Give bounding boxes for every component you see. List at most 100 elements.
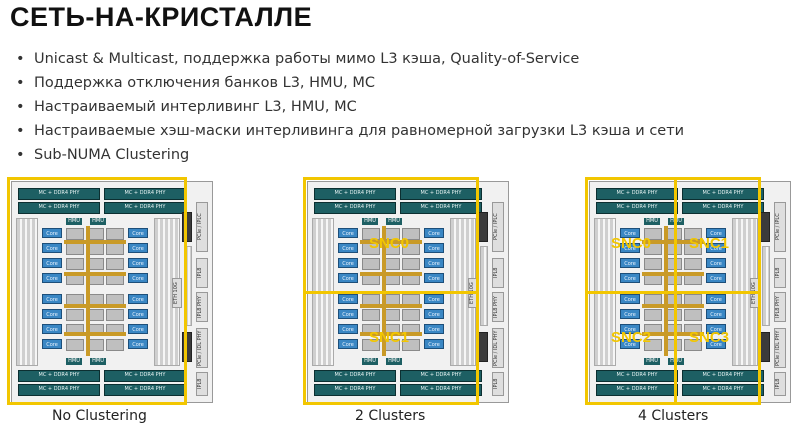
ipl8-phy-block: IPL8 PHY [196,292,208,322]
l3-cache-bank [106,339,124,351]
memory-phy-block: MC + DDR4 PHY [596,202,678,214]
core-block: Core [620,228,640,238]
memory-phy-block: MC + DDR4 PHY [18,384,100,396]
io-stripe-far-right [762,246,770,326]
core-block: Core [620,243,640,253]
memory-phy-block: MC + DDR4 PHY [400,370,482,382]
core-block: Core [42,243,62,253]
hmu-block: HMU [386,218,402,225]
die-diagram-4-clusters: MC + DDR4 PHY MC + DDR4 PHY MC + DDR4 PHY M… [585,177,800,407]
l3-cache-bank [106,258,124,270]
memory-phy-block: MC + DDR4 PHY [314,202,396,214]
l3-cache-bank [362,339,380,351]
core-block: Core [424,273,444,283]
ipl8-block: IPL8 [774,258,786,288]
feature-item: Sub-NUMA Clustering [16,144,684,168]
l3-cache-bank [362,228,380,240]
core-block: Core [128,273,148,283]
snc-label: SNC2 [611,329,652,346]
memory-phy-block: MC + DDR4 PHY [682,370,764,382]
hmu-block: HMU [90,358,106,365]
l3-cache-bank [644,339,662,351]
core-block: Core [128,324,148,334]
noc-band [86,226,90,356]
l3-cache-bank [402,309,420,321]
l3-cache-bank [644,258,662,270]
pcie-idl-phy-block: PCIe / IDL PHY [774,328,786,368]
noc-band [64,304,126,308]
core-block: Core [128,243,148,253]
snc-label: SNC3 [689,329,730,346]
ipl8-phy-block: IPL8 PHY [492,292,504,322]
core-block: Core [42,339,62,349]
slide-title: СЕТЬ-НА-КРИСТАЛЛЕ [10,2,313,32]
hmu-block: HMU [362,218,378,225]
hmu-block: HMU [644,358,660,365]
l3-cache-bank [362,258,380,270]
cluster-frame [585,291,677,405]
core-block: Core [424,228,444,238]
core-block: Core [620,294,640,304]
memory-phy-block: MC + DDR4 PHY [400,384,482,396]
caption-2-clusters: 2 Clusters [355,408,426,424]
ipl8-block: IPL8 [492,258,504,288]
feature-list: Unicast & Multicast, поддержка работы ми… [16,48,684,168]
core-block: Core [42,258,62,268]
core-block: Core [706,258,726,268]
pcie-idl-phy-block: PCIe / IDL PHY [492,328,504,368]
memory-phy-block: MC + DDR4 PHY [596,188,678,200]
ipl8-block: IPL8 [492,372,504,396]
memory-phy-block: MC + DDR4 PHY [682,202,764,214]
core-block: Core [128,294,148,304]
l3-cache-bank [106,228,124,240]
memory-phy-block: MC + DDR4 PHY [314,370,396,382]
core-block: Core [338,258,358,268]
core-block: Core [338,339,358,349]
core-block: Core [338,294,358,304]
core-block: Core [42,228,62,238]
core-block: Core [42,324,62,334]
port-block [760,212,770,242]
memory-phy-block: MC + DDR4 PHY [314,188,396,200]
memory-phy-block: MC + DDR4 PHY [400,202,482,214]
l3-cache-bank [66,339,84,351]
l3-cache-bank [106,309,124,321]
core-block: Core [338,243,358,253]
core-block: Core [42,294,62,304]
l3-cache-bank [66,258,84,270]
memory-phy-block: MC + DDR4 PHY [400,188,482,200]
hmu-block: HMU [90,218,106,225]
snc-label: SNC0 [611,235,652,252]
pcie-idl-phy-block: PCIe / IDL PHY [196,328,208,368]
feature-item: Unicast & Multicast, поддержка работы ми… [16,48,684,72]
core-block: Core [128,228,148,238]
core-block: Core [620,309,640,319]
core-block: Core [706,273,726,283]
ipl8-phy-block: IPL8 PHY [774,292,786,322]
core-block: Core [424,339,444,349]
core-block: Core [338,309,358,319]
l3-cache-bank [684,228,702,240]
core-block: Core [128,339,148,349]
port-block [182,212,192,242]
core-block: Core [620,273,640,283]
noc-band [64,332,126,336]
core-block: Core [620,258,640,268]
noc-band [64,240,126,244]
io-stripe-far-right [480,246,488,326]
memory-phy-block: MC + DDR4 PHY [18,370,100,382]
snc-label: SNC1 [689,235,730,252]
caption-no-clustering: No Clustering [52,408,147,424]
core-block: Core [706,324,726,334]
noc-band [360,272,422,276]
l3-cache-bank [362,309,380,321]
core-block: Core [338,228,358,238]
memory-phy-block: MC + DDR4 PHY [682,384,764,396]
l3-cache-bank [402,258,420,270]
core-block: Core [706,243,726,253]
l3-cache-bank [644,309,662,321]
core-block: Core [128,258,148,268]
noc-band [360,240,422,244]
port-block [478,212,488,242]
